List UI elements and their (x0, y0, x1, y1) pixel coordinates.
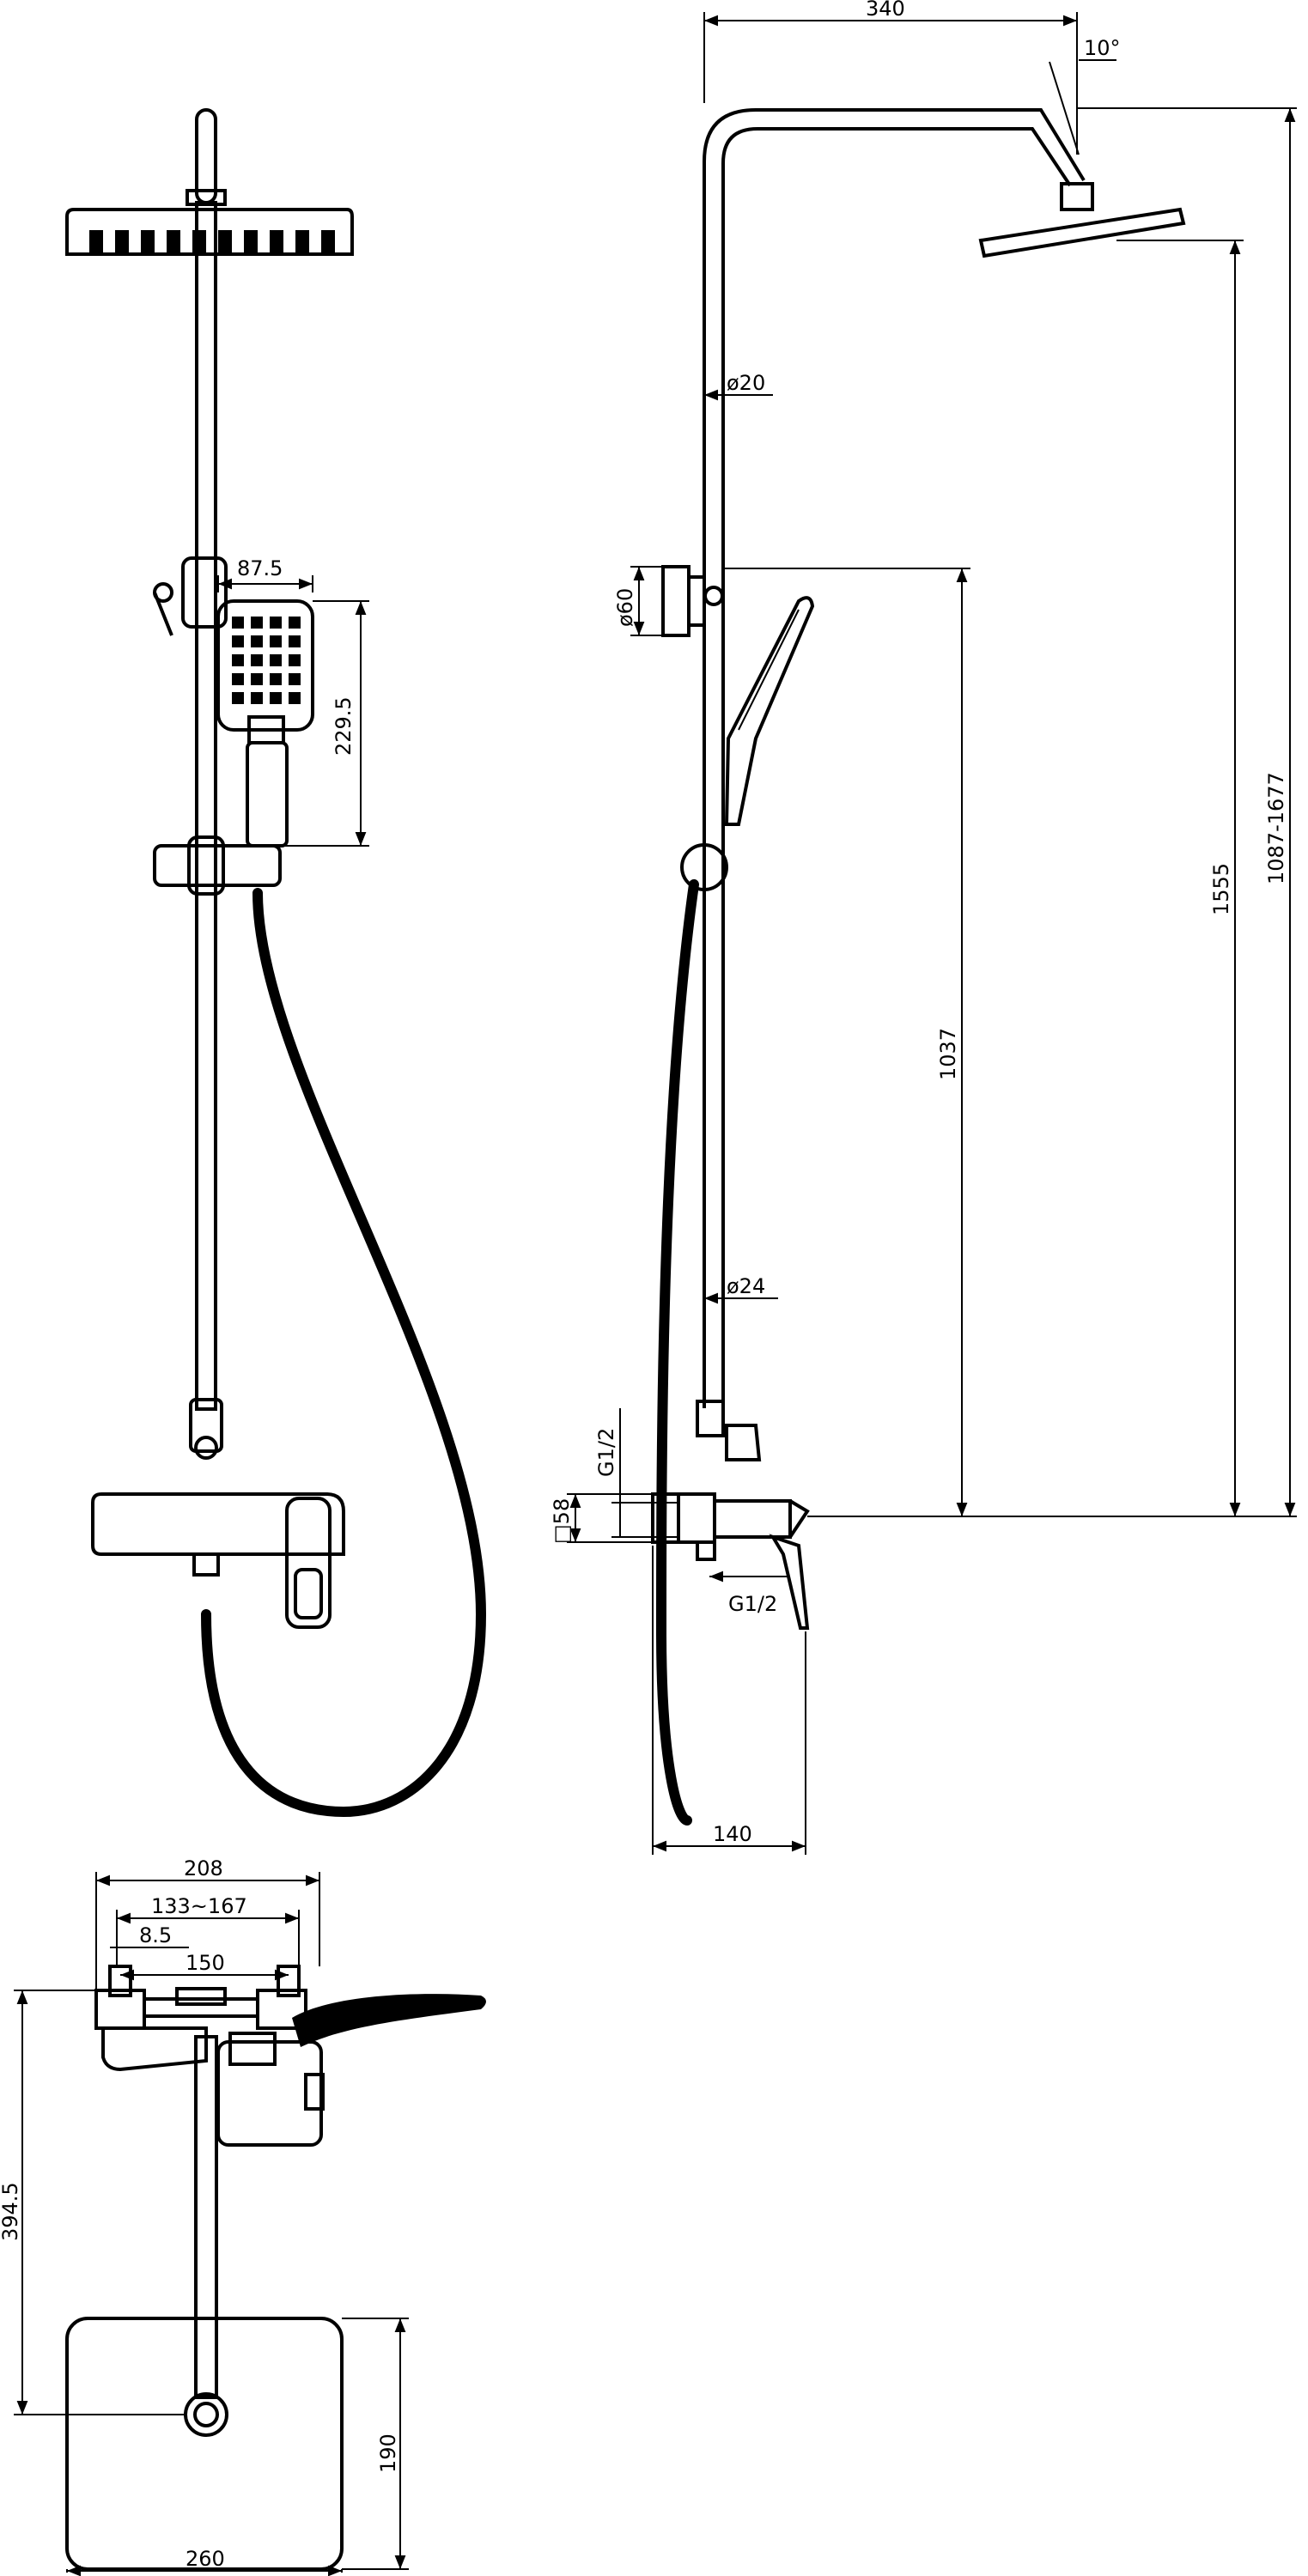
dim-plan-head-width: 260 (66, 2547, 343, 2576)
dim-side-slider-height: 1037 (936, 568, 968, 1516)
dim-front-handshower-offset: 87.5 (217, 556, 313, 592)
front-mixer (91, 1492, 345, 1629)
front-view: 87.5 229.5 (65, 108, 487, 1818)
dim-side-pipe-lower-label: ø24 (727, 1274, 765, 1298)
dim-plan-eccentric: 8.5 (110, 1923, 189, 1948)
dim-side-inlet-thread-lower-label: G1/2 (728, 1592, 777, 1616)
dim-side-projection-label: 140 (713, 1822, 752, 1846)
dim-plan-centres-nominal: 150 (120, 1951, 289, 1981)
dim-plan-total-width: 208 (95, 1856, 320, 1990)
dim-side-head-height-label: 1555 (1209, 863, 1233, 915)
front-riser-top-cap (195, 108, 217, 204)
dim-side-pipe-upper: ø20 (704, 371, 773, 401)
dim-side-escutcheon-size-label: □58 (550, 1498, 574, 1544)
plan-arm-pipe (194, 2035, 218, 2399)
plan-mixer (94, 1965, 325, 2147)
side-mixer (651, 1492, 810, 1630)
dim-side-arm-length: 340 (703, 0, 1078, 155)
dim-side-head-height: 1555 (1209, 240, 1241, 1516)
front-hose (201, 888, 487, 1818)
front-riser-pipe (195, 201, 217, 1411)
plan-shower-head (65, 2317, 344, 2571)
dim-plan-centres-nominal-label: 150 (186, 1951, 225, 1975)
dim-side-pipe-lower: ø24 (704, 1274, 778, 1304)
dim-side-arm-length-label: 340 (866, 0, 905, 21)
side-overhead-shower-head (978, 182, 1186, 258)
dim-side-inlet-thread-upper: G1/2 (594, 1408, 678, 1538)
side-hand-shower (724, 596, 815, 826)
dim-plan-total-width-label: 208 (184, 1856, 223, 1880)
dim-front-handshower-offset-label: 87.5 (237, 556, 283, 580)
dim-side-adjustable-height-label: 1087-1677 (1264, 772, 1288, 884)
plan-hose (292, 1994, 486, 2047)
dim-front-handshower-height: 229.5 (283, 600, 369, 847)
dim-plan-centres-range: 133~167 (116, 1894, 300, 1966)
dim-plan-depth: 394.5 (0, 1990, 186, 2415)
front-slider (153, 835, 282, 896)
dim-side-projection: 140 (652, 1546, 806, 1855)
dim-plan-centres-range-label: 133~167 (151, 1894, 247, 1918)
dim-side-head-tilt-label: 10° (1084, 36, 1121, 60)
dim-front-handshower-height-label: 229.5 (332, 696, 356, 756)
front-wall-bracket (153, 556, 228, 636)
dim-side-pipe-upper-label: ø20 (727, 371, 765, 395)
plan-view: 208 133~167 8.5 150 394.5 (0, 1856, 486, 2576)
side-hose (655, 879, 699, 1826)
dim-side-adjustable-height: 1087-1677 (1264, 108, 1296, 1516)
dim-plan-eccentric-label: 8.5 (139, 1923, 172, 1947)
front-hand-shower (216, 599, 314, 848)
dim-side-bracket-diameter-label: ø60 (613, 588, 637, 627)
front-overhead-shower-head (65, 189, 354, 256)
side-view: 340 10° 1087-1677 1555 1037 (550, 0, 1297, 1855)
dim-side-inlet-thread-lower: G1/2 (709, 1571, 790, 1616)
side-riser-inner-line (721, 127, 1072, 1408)
dim-plan-head-depth-label: 190 (376, 2433, 400, 2473)
dim-plan-head-width-label: 260 (186, 2547, 225, 2571)
front-diverter (189, 1398, 223, 1460)
dim-side-escutcheon-size: □58 (550, 1493, 653, 1544)
dim-plan-depth-label: 394.5 (0, 2182, 22, 2241)
dim-side-slider-height-label: 1037 (936, 1028, 960, 1080)
dim-plan-head-depth: 190 (342, 2318, 409, 2570)
side-slider-knob (680, 843, 728, 891)
dim-side-bracket-diameter: ø60 (613, 566, 663, 636)
dim-side-head-tilt: 10° (1049, 36, 1121, 155)
dim-side-inlet-thread-upper-label: G1/2 (594, 1428, 618, 1477)
side-wall-bracket (661, 565, 724, 637)
side-diverter-knob (725, 1424, 762, 1461)
side-riser-and-arm (703, 108, 1086, 1408)
side-diverter (696, 1400, 725, 1437)
